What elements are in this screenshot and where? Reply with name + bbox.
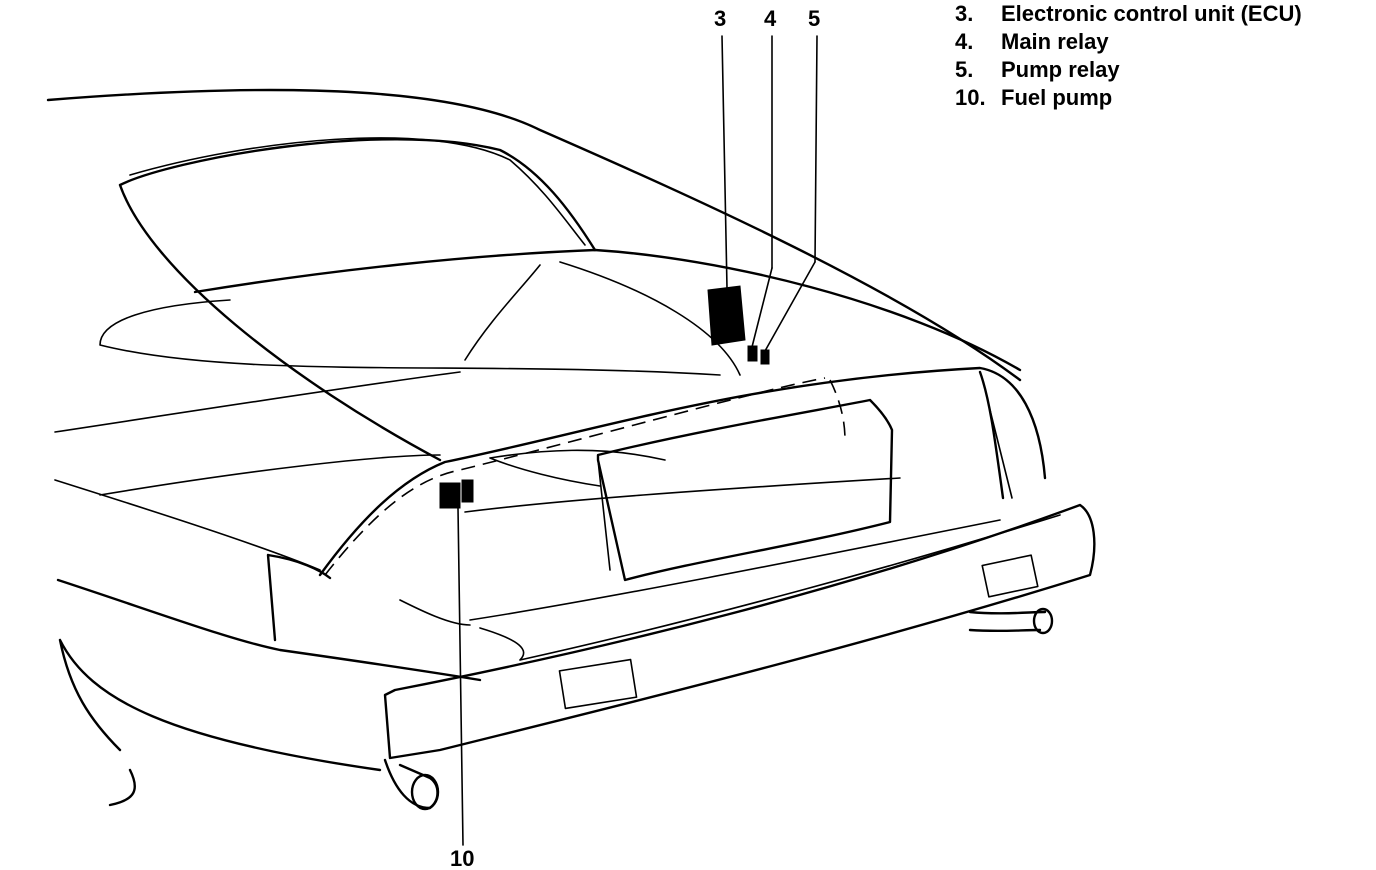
leader-pump-relay: [814, 35, 818, 263]
right-reflector: [981, 554, 1039, 598]
legend: 3. Electronic control unit (ECU) 4. Main…: [955, 0, 1302, 112]
callout-ecu: 3: [714, 6, 726, 31]
trunk-lid-inner: [129, 137, 586, 246]
leader-fuel-pump: [457, 507, 464, 846]
legend-item: 10. Fuel pump: [955, 84, 1302, 112]
fuel-pump-box: [439, 482, 461, 509]
ecu-box: [707, 285, 746, 346]
leader-ecu: [721, 35, 728, 289]
lower-body-left: [58, 638, 382, 807]
legend-number: 5.: [955, 57, 974, 82]
leader-main-relay-angle: [751, 267, 773, 348]
quarter-panel-left: [56, 553, 482, 682]
exhaust-right: [968, 610, 1047, 633]
legend-label: Main relay: [1001, 29, 1109, 54]
left-reflector: [558, 658, 638, 710]
trunk-opening-inner: [324, 377, 846, 576]
trunk-right-wall-inner: [989, 409, 1013, 499]
legend-label: Pump relay: [1001, 57, 1120, 82]
trunk-floor: [399, 477, 1001, 626]
fuel-pump-box-b: [461, 479, 474, 503]
trunk-right-wall: [978, 370, 1005, 500]
callout-main-relay: 4: [764, 6, 777, 31]
roof-outline: [46, 88, 1022, 382]
trunk-opening: [318, 366, 1047, 577]
parcel-shelf: [99, 299, 721, 376]
rear-bumper: [383, 503, 1096, 760]
legend-item: 4. Main relay: [955, 28, 1302, 56]
legend-item: 5. Pump relay: [955, 56, 1302, 84]
legend-label: Fuel pump: [1001, 85, 1113, 110]
exhaust-left-tip: [410, 773, 440, 811]
leader-pump-relay-angle: [764, 261, 816, 352]
legend-number: 3.: [955, 1, 974, 26]
callout-pump-relay: 5: [808, 6, 820, 31]
rear-window: [193, 248, 1022, 372]
callout-fuel-pump: 10: [450, 846, 474, 870]
parcel-shelf-edge: [464, 261, 741, 376]
exhaust-left: [383, 758, 439, 810]
pump-relay-box: [760, 349, 770, 365]
interior-panel: [596, 398, 894, 582]
main-relay-box: [747, 345, 758, 362]
exhaust-right-tip: [1032, 607, 1054, 635]
legend-item: 3. Electronic control unit (ECU): [955, 0, 1302, 28]
bumper-top-edge: [479, 514, 1061, 661]
legend-number: 10.: [955, 85, 986, 110]
legend-label: Electronic control unit (ECU): [1001, 1, 1302, 26]
body-side-top: [54, 371, 461, 496]
interior-panel-edge: [489, 449, 666, 571]
legend-number: 4.: [955, 29, 974, 54]
